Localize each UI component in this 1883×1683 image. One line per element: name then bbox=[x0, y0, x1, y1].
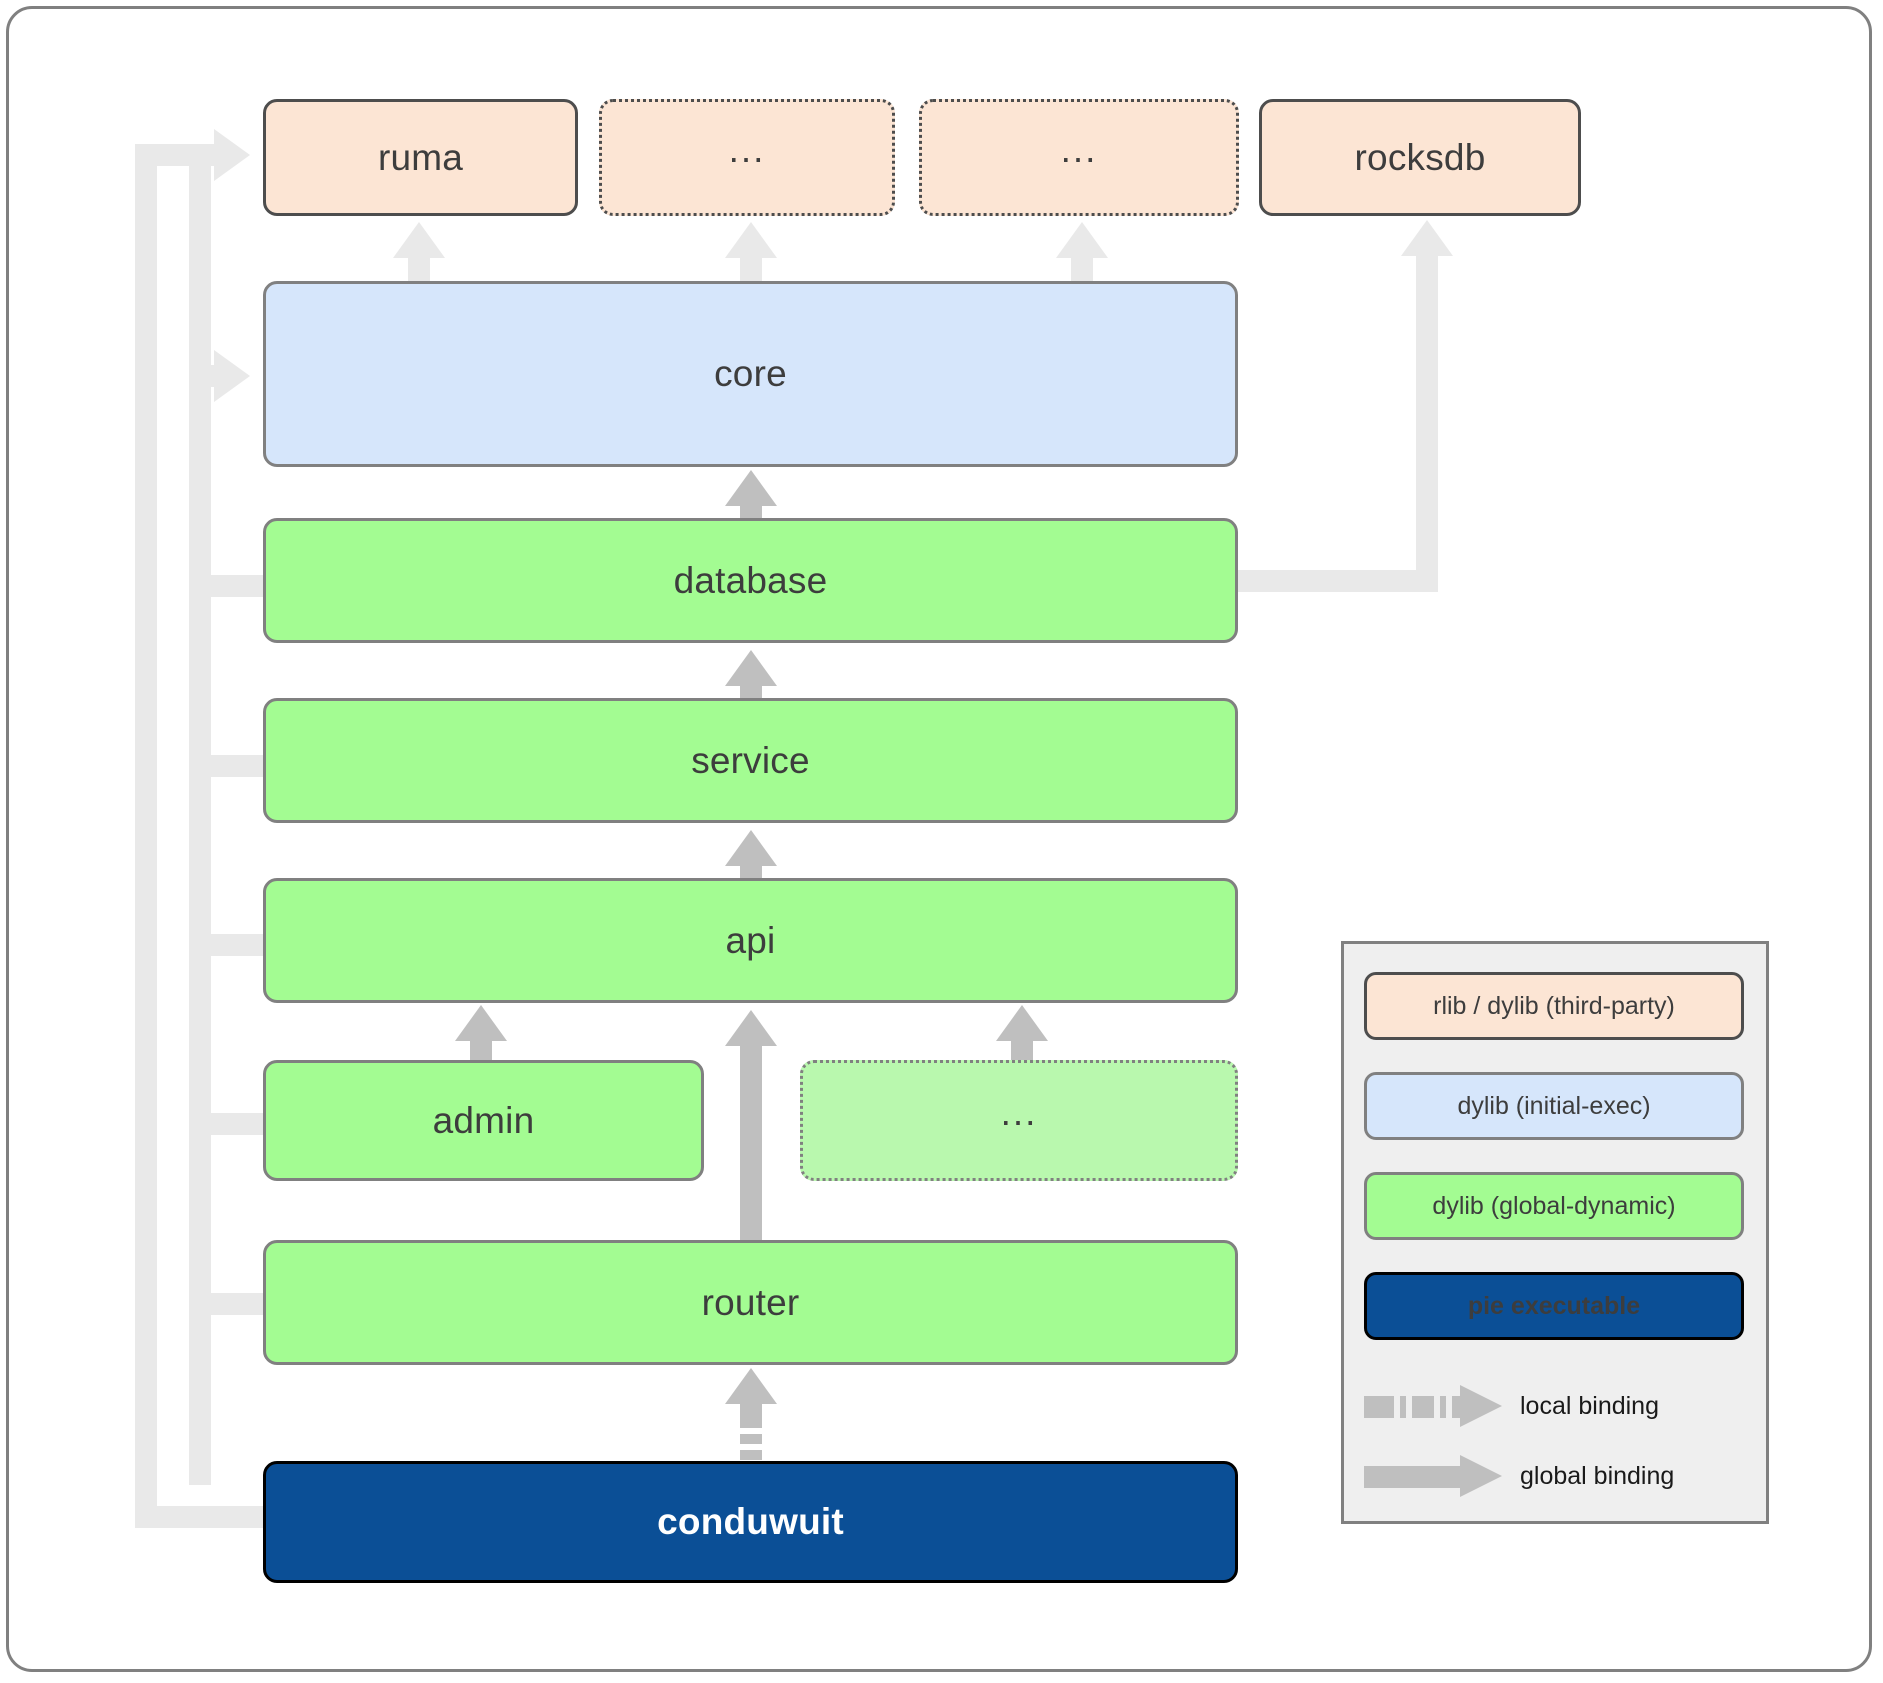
legend-item-initial-exec-label: dylib (initial-exec) bbox=[1457, 1091, 1651, 1120]
legend-binding-local: local binding bbox=[1364, 1376, 1756, 1436]
api-placeholder-to-api-shaft bbox=[1011, 1035, 1033, 1065]
database-to-core-arrowhead bbox=[725, 470, 777, 506]
node-api-placeholder[interactable]: ... bbox=[800, 1060, 1238, 1181]
node-admin-label: admin bbox=[432, 1099, 535, 1141]
node-router-label: router bbox=[701, 1281, 800, 1323]
legend-item-global-dynamic-label: dylib (global-dynamic) bbox=[1432, 1191, 1676, 1220]
core-to-placeholder2-arrowhead bbox=[1056, 222, 1108, 258]
legend-item-pie-executable: pie executable bbox=[1364, 1272, 1744, 1340]
node-top-placeholder-2-label: ... bbox=[1060, 129, 1098, 171]
node-admin[interactable]: admin bbox=[263, 1060, 704, 1181]
api-placeholder-to-api-arrowhead bbox=[996, 1005, 1048, 1041]
node-core-label: core bbox=[714, 353, 787, 394]
global-binding-label: global binding bbox=[1520, 1461, 1675, 1490]
legend-binding-global: global binding bbox=[1364, 1446, 1756, 1506]
admin-to-api-arrowhead bbox=[455, 1005, 507, 1041]
database-to-rocksdb-vertical bbox=[1416, 250, 1438, 592]
node-rocksdb[interactable]: rocksdb bbox=[1259, 99, 1581, 216]
local-binding-label: local binding bbox=[1520, 1391, 1659, 1420]
left-rail-vertical bbox=[189, 155, 211, 1485]
branch-to-admin bbox=[189, 1113, 269, 1135]
conduwuit-to-router-arrowhead bbox=[725, 1368, 777, 1404]
node-service[interactable]: service bbox=[263, 698, 1238, 823]
node-database-label: database bbox=[673, 559, 828, 601]
router-to-api-arrowhead bbox=[725, 1010, 777, 1046]
core-to-ruma-shaft bbox=[408, 252, 430, 284]
node-conduwuit[interactable]: conduwuit bbox=[263, 1461, 1238, 1583]
admin-to-api-shaft bbox=[470, 1035, 492, 1065]
router-to-api-shaft bbox=[740, 1045, 762, 1245]
core-to-placeholder1-arrowhead bbox=[725, 222, 777, 258]
branch-to-ruma-arrowhead bbox=[214, 129, 250, 181]
local-binding-arrow-icon bbox=[1364, 1385, 1502, 1427]
branch-to-api bbox=[189, 934, 269, 956]
legend-item-global-dynamic: dylib (global-dynamic) bbox=[1364, 1172, 1744, 1240]
node-core[interactable]: core bbox=[263, 281, 1238, 467]
node-service-label: service bbox=[691, 739, 810, 781]
branch-to-database bbox=[189, 575, 269, 597]
node-top-placeholder-2[interactable]: ... bbox=[919, 99, 1239, 216]
node-top-placeholder-1[interactable]: ... bbox=[599, 99, 895, 216]
core-to-placeholder2-shaft bbox=[1071, 252, 1093, 284]
left-trunk-to-conduwuit bbox=[135, 1506, 270, 1528]
node-api-label: api bbox=[725, 919, 776, 961]
left-trunk-vertical bbox=[135, 144, 157, 1528]
database-to-rocksdb-horizontal bbox=[1238, 570, 1438, 592]
legend-item-third-party-label: rlib / dylib (third-party) bbox=[1433, 991, 1675, 1020]
branch-to-core-arrowhead bbox=[214, 350, 250, 402]
branch-to-router bbox=[189, 1293, 269, 1315]
core-to-ruma-arrowhead bbox=[393, 222, 445, 258]
node-top-placeholder-1-label: ... bbox=[728, 129, 766, 171]
service-to-database-arrowhead bbox=[725, 650, 777, 686]
node-api[interactable]: api bbox=[263, 878, 1238, 1003]
node-ruma-label: ruma bbox=[377, 136, 464, 178]
branch-to-ruma bbox=[135, 144, 225, 166]
branch-to-service bbox=[189, 755, 269, 777]
database-to-rocksdb-arrowhead bbox=[1401, 220, 1453, 256]
node-router[interactable]: router bbox=[263, 1240, 1238, 1365]
conduwuit-to-router-dash-2 bbox=[740, 1444, 762, 1450]
api-to-service-arrowhead bbox=[725, 830, 777, 866]
legend-panel: rlib / dylib (third-party) dylib (initia… bbox=[1341, 941, 1769, 1524]
conduwuit-to-router-dash-1 bbox=[740, 1428, 762, 1434]
node-rocksdb-label: rocksdb bbox=[1354, 136, 1486, 178]
legend-item-initial-exec: dylib (initial-exec) bbox=[1364, 1072, 1744, 1140]
legend-item-pie-executable-label: pie executable bbox=[1467, 1291, 1641, 1320]
node-conduwuit-label: conduwuit bbox=[657, 1501, 844, 1542]
legend-item-third-party: rlib / dylib (third-party) bbox=[1364, 972, 1744, 1040]
node-api-placeholder-label: ... bbox=[1000, 1092, 1038, 1134]
global-binding-arrow-icon bbox=[1364, 1455, 1502, 1497]
core-to-placeholder1-shaft bbox=[740, 252, 762, 284]
node-database[interactable]: database bbox=[263, 518, 1238, 643]
node-ruma[interactable]: ruma bbox=[263, 99, 578, 216]
